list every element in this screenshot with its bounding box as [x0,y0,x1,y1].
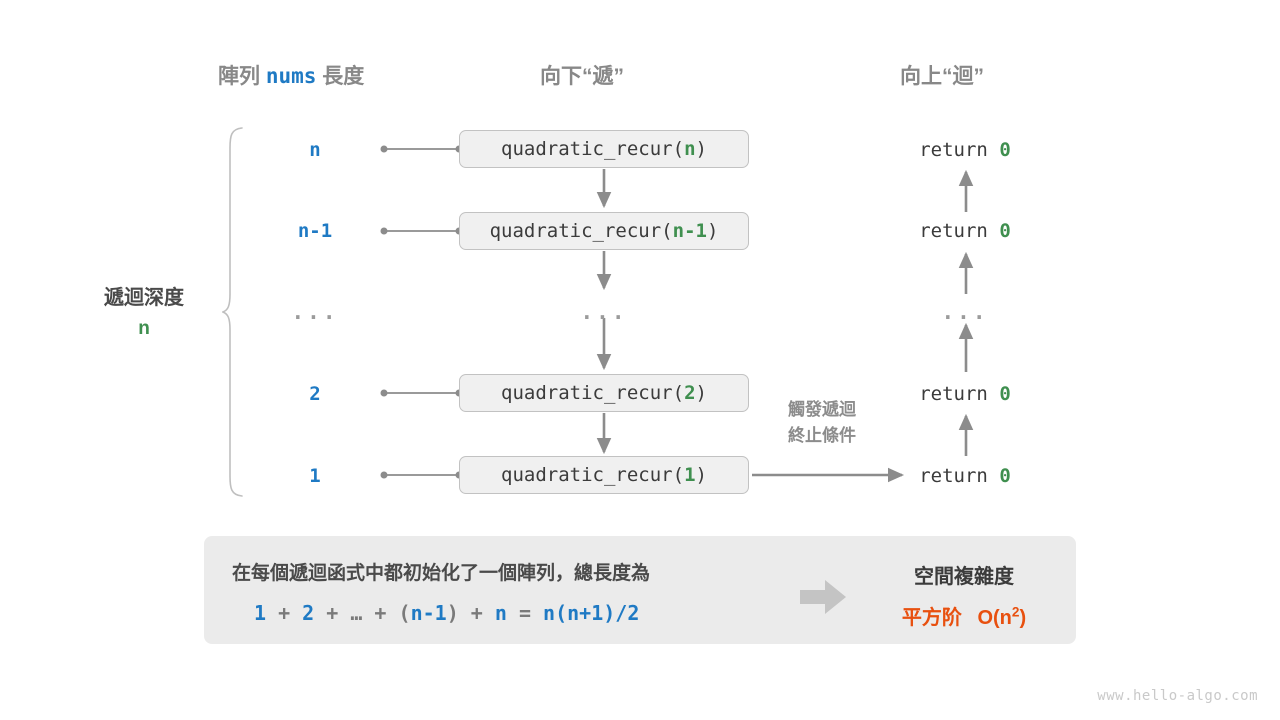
base-case-note-line1: 觸發遞迴 [788,400,856,419]
complexity-exponent: 2 [1011,604,1020,620]
leader-lines [380,145,463,479]
recursion-depth-label: 遞迴深度 [104,287,184,309]
return-keyword-1: return [919,220,988,242]
call-box-4-arg: 1 [684,464,696,486]
call-box-1-arg: n-1 [672,220,707,242]
array-length-1: n-1 [297,220,333,242]
return-row-0: return 0 [870,139,1060,161]
return-keyword-3: return [919,383,988,405]
complexity-title: 空間複雜度 [914,566,1014,588]
return-keyword-4: return [919,465,988,487]
return-row-ellipsis: ... [941,300,989,324]
call-box-ellipsis: ... [580,300,628,324]
header-return-up: 向上“迴” [900,65,984,88]
call-box-1-suffix: ) [706,220,719,242]
complexity-label: 平方阶 [901,607,962,629]
formula-part-5: + [362,601,399,625]
return-value-1: 0 [999,220,1011,242]
call-box-4[interactable]: quadratic_recur(1) [459,456,749,494]
complexity-value: 平方阶 O(n2) [852,601,1076,630]
formula-part-8: ) [446,601,459,625]
header-array-prefix: 陣列 [218,65,260,88]
call-box-3-arg: 2 [684,382,696,404]
return-row-3: return 0 [870,383,1060,405]
header-recurse-down: 向下“遞” [540,65,624,88]
formula-part-9: + [458,601,495,625]
formula-part-12: n(n+1)/2 [543,601,640,625]
formula-part-4: … [350,601,363,625]
formula-part-0: 1 [254,601,267,625]
return-value-4: 0 [999,465,1011,487]
array-length-4: 1 [309,465,321,487]
base-case-note: 觸發遞迴 終止條件 [752,397,892,450]
formula-part-6: ( [398,601,411,625]
call-box-0-suffix: ) [695,138,707,160]
return-row-4: return 0 [870,465,1060,487]
base-case-note-line2: 終止條件 [788,426,856,446]
formula-part-7: n-1 [410,601,447,625]
header-array-code: nums [265,64,317,88]
return-value-3: 0 [999,383,1011,405]
formula-part-2: 2 [302,601,315,625]
header-array-suffix: 長度 [322,65,365,88]
complexity-close-paren: ) [1019,607,1027,629]
call-box-3-suffix: ) [695,382,707,404]
call-box-3-prefix: quadratic_recur( [501,382,685,404]
formula-part-1: + [266,601,303,625]
summary-formula: 1 + 2 + … + (n-1) + n = n(n+1)/2 [254,601,639,625]
watermark: www.hello-algo.com [1097,688,1258,704]
complexity-big-o: O(n [977,607,1012,629]
array-length-ellipsis: ... [291,300,339,324]
summary-panel [204,536,1076,644]
call-box-1[interactable]: quadratic_recur(n-1) [459,212,749,250]
formula-part-3: + [314,601,351,625]
summary-text: 在每個遞迴函式中都初始化了一個陣列，總長度為 [232,563,651,584]
call-box-0[interactable]: quadratic_recur(n) [459,130,749,168]
recursion-depth-value: n [138,318,150,339]
call-box-0-prefix: quadratic_recur( [501,138,685,160]
return-keyword-0: return [919,139,988,161]
header-array-length: 陣列 nums 長度 [218,60,364,90]
formula-part-11: = [506,601,544,625]
formula-part-10: n [494,601,507,625]
return-row-1: return 0 [870,220,1060,242]
array-length-0: n [309,139,321,161]
call-box-3[interactable]: quadratic_recur(2) [459,374,749,412]
call-box-4-prefix: quadratic_recur( [501,464,685,486]
call-box-4-suffix: ) [695,464,707,486]
array-length-3: 2 [309,383,321,405]
return-value-0: 0 [999,139,1011,161]
depth-brace [222,127,243,497]
call-box-1-prefix: quadratic_recur( [489,220,673,242]
call-box-0-arg: n [684,138,696,160]
arrow-right-icon [800,580,846,614]
